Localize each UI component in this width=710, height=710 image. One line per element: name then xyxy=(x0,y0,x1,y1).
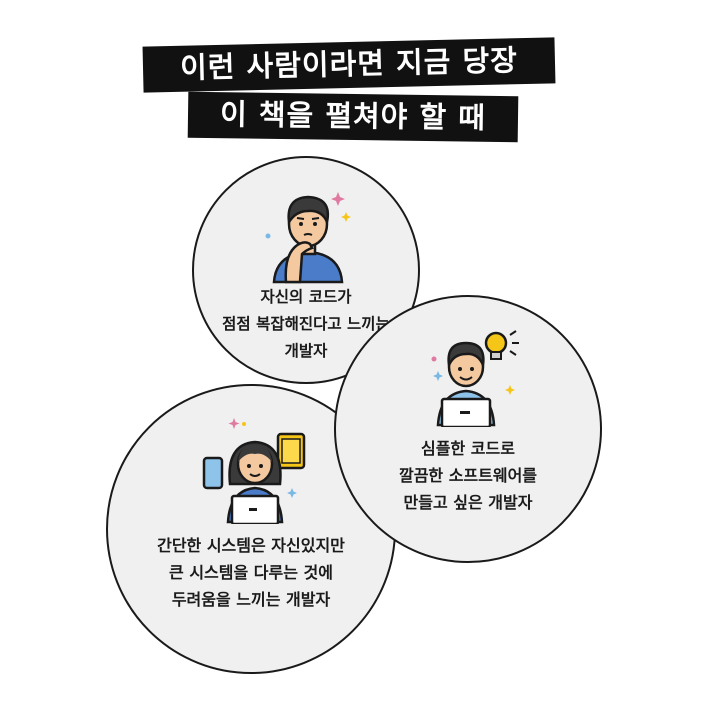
caption-line: 점점 복잡해진다고 느끼는 xyxy=(222,315,390,333)
persona-caption: 간단한 시스템은 자신있지만 큰 시스템을 다루는 것에 두려움을 느끼는 개발… xyxy=(108,532,394,613)
caption-line: 깔끔한 소프트웨어를 xyxy=(398,466,538,485)
persona-caption: 자신의 코드가 점점 복잡해진다고 느끼는 개발자 xyxy=(194,284,418,365)
developer-lightbulb-icon xyxy=(426,327,526,427)
thinking-person-icon xyxy=(256,184,360,284)
persona-caption: 심플한 코드로 깔끔한 소프트웨어를 만들고 싶은 개발자 xyxy=(336,435,600,516)
caption-line: 큰 시스템을 다루는 것에 xyxy=(169,563,333,582)
caption-line: 만들고 싶은 개발자 xyxy=(403,493,533,512)
caption-line: 간단한 시스템은 자신있지만 xyxy=(157,536,345,555)
persona-circle-simple-code: 심플한 코드로 깔끔한 소프트웨어를 만들고 싶은 개발자 xyxy=(334,295,602,563)
developer-devices-icon xyxy=(200,414,310,524)
title-line-2: 이 책을 펼쳐야 할 때 xyxy=(187,91,519,143)
title-line-1: 이런 사람이라면 지금 당장 xyxy=(142,37,556,93)
persona-circle-complex-code: 자신의 코드가 점점 복잡해진다고 느끼는 개발자 xyxy=(192,156,420,384)
caption-line: 자신의 코드가 xyxy=(260,288,352,306)
caption-line: 심플한 코드로 xyxy=(421,439,515,458)
caption-line: 두려움을 느끼는 개발자 xyxy=(171,590,331,609)
caption-line: 개발자 xyxy=(284,342,328,360)
